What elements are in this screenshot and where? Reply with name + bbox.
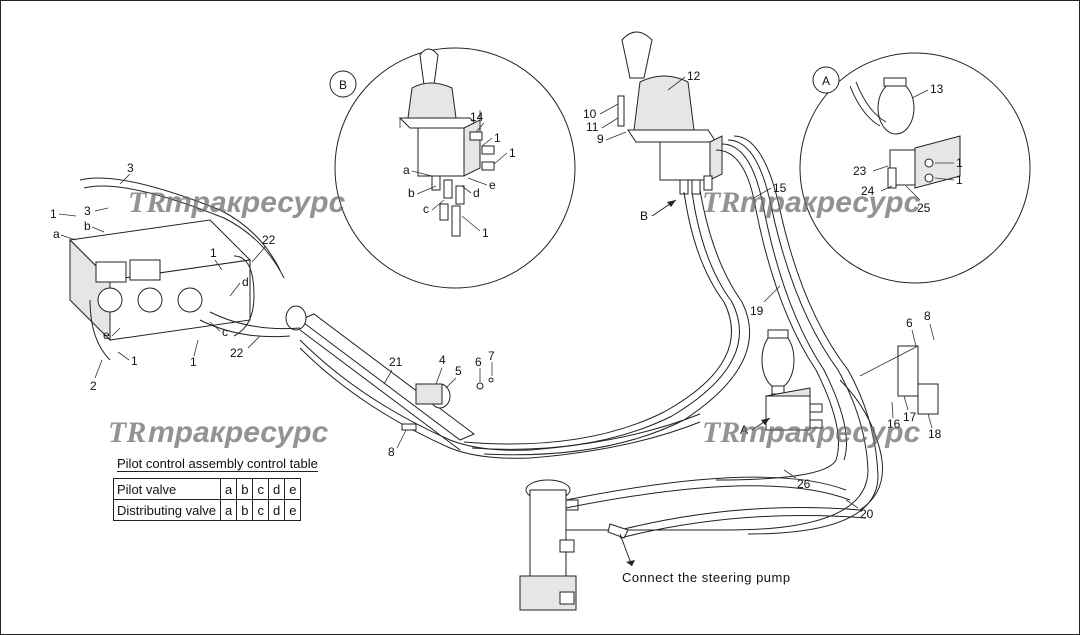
- label-1: 1: [956, 173, 963, 187]
- port-c-label: c: [423, 202, 429, 216]
- table-cell: a: [219, 499, 238, 521]
- label-22: 22: [230, 346, 244, 360]
- table-cell: c: [252, 478, 269, 500]
- detail-a-accumulator: [849, 77, 961, 189]
- label-23: 23: [853, 164, 867, 178]
- label-10: 10: [583, 107, 597, 121]
- watermark-logo: TR: [108, 416, 146, 449]
- label-1: 1: [190, 355, 197, 369]
- table-cell: d: [267, 499, 286, 521]
- steering-pump-note: Connect the steering pump: [622, 570, 791, 585]
- label-25: 25: [917, 201, 931, 215]
- port-d-label: d: [473, 186, 480, 200]
- label-16: 16: [887, 417, 901, 431]
- table-cell: e: [284, 499, 302, 521]
- label-13: 13: [930, 82, 944, 96]
- watermark-text: тракресурс: [165, 186, 346, 219]
- table-cell: a: [219, 478, 238, 500]
- port-a-label: a: [403, 163, 410, 177]
- view-a-marker: A: [740, 423, 748, 437]
- label-14: 14: [470, 110, 484, 124]
- main-joystick-labels: 12 10 11 9 B 15 19: [583, 69, 787, 318]
- table-cell: b: [236, 499, 254, 521]
- port-c-label: c: [222, 325, 228, 339]
- detail-b-callout-label: B: [339, 78, 347, 92]
- label-12: 12: [687, 69, 701, 83]
- label-3: 3: [84, 204, 91, 218]
- table-row-header: Pilot valve: [113, 478, 221, 500]
- steering-valve-block: [519, 379, 883, 611]
- accumulator-assembly: [761, 329, 939, 431]
- label-1: 1: [482, 226, 489, 240]
- watermark-bottom-left: TR тракресурс: [108, 416, 329, 449]
- main-joystick: [617, 31, 723, 195]
- label-8: 8: [924, 309, 931, 323]
- label-8: 8: [388, 445, 395, 459]
- hose-support-bar: [285, 305, 701, 459]
- watermark-text: тракресурс: [148, 416, 329, 449]
- control-table-title: Pilot control assembly control table: [117, 456, 318, 472]
- detail-b-pilot-valve: [398, 48, 495, 237]
- port-e-label: e: [103, 328, 110, 342]
- label-1: 1: [210, 246, 217, 260]
- table-cell: b: [236, 478, 254, 500]
- label-1: 1: [494, 131, 501, 145]
- label-17: 17: [903, 410, 917, 424]
- watermark-top-right: TR тракресурс: [702, 186, 921, 219]
- port-a-label: a: [53, 227, 60, 241]
- table-row: Pilot valve a b c d e: [113, 478, 302, 500]
- label-2: 2: [90, 379, 97, 393]
- label-22: 22: [262, 233, 276, 247]
- watermark-logo: TR: [128, 186, 166, 219]
- label-11: 11: [586, 120, 599, 134]
- watermark-logo: TR: [702, 416, 740, 449]
- detail-b-labels: 14 1 1 a b c d e 1: [403, 110, 516, 240]
- port-e-label: e: [489, 178, 496, 192]
- distributing-valve: [68, 177, 301, 361]
- label-9: 9: [597, 132, 604, 146]
- label-19: 19: [750, 304, 764, 318]
- table-row: Distributing valve a b c d e: [113, 499, 302, 521]
- label-6: 6: [475, 355, 482, 369]
- label-24: 24: [861, 184, 875, 198]
- table-cell: c: [252, 499, 269, 521]
- detail-a-circle: [799, 52, 1031, 284]
- control-table: Pilot valve a b c d e Distributing valve…: [113, 478, 302, 521]
- label-1: 1: [956, 156, 963, 170]
- label-1: 1: [50, 207, 57, 221]
- watermark-text: тракресурс: [740, 186, 921, 219]
- detail-b-circle: [334, 47, 576, 289]
- detail-a-callout: [812, 66, 840, 94]
- port-d-label: d: [242, 275, 249, 289]
- port-b-label: b: [408, 186, 415, 200]
- label-7: 7: [488, 349, 495, 363]
- table-cell: d: [267, 478, 286, 500]
- label-1: 1: [131, 354, 138, 368]
- pilot-hoses: [463, 135, 879, 535]
- label-5: 5: [455, 364, 462, 378]
- view-b-marker: B: [640, 209, 648, 223]
- watermark-text: тракресурс: [740, 416, 921, 449]
- port-b-label: b: [84, 219, 91, 233]
- label-3: 3: [127, 161, 134, 175]
- left-labels: 3 3 1 b a 1 22 d c e 1 1 22 2: [50, 161, 276, 393]
- label-21: 21: [389, 355, 403, 369]
- detail-a-labels: 13 1 1 23 24 25: [853, 82, 963, 215]
- table-cell: e: [284, 478, 302, 500]
- center-labels: 21 4 5 6 7 8: [383, 349, 495, 459]
- detail-b-callout: [329, 70, 357, 98]
- watermark-bottom-right: TR тракресурс: [702, 416, 921, 449]
- label-18: 18: [928, 427, 942, 441]
- table-row-header: Distributing valve: [113, 499, 221, 521]
- watermark-logo: TR: [702, 186, 740, 219]
- label-6: 6: [906, 316, 913, 330]
- detail-a-callout-label: A: [822, 74, 830, 88]
- label-4: 4: [439, 353, 446, 367]
- watermark-top-left: TR тракресурс: [128, 186, 346, 219]
- label-1: 1: [509, 146, 516, 160]
- label-15: 15: [773, 181, 787, 195]
